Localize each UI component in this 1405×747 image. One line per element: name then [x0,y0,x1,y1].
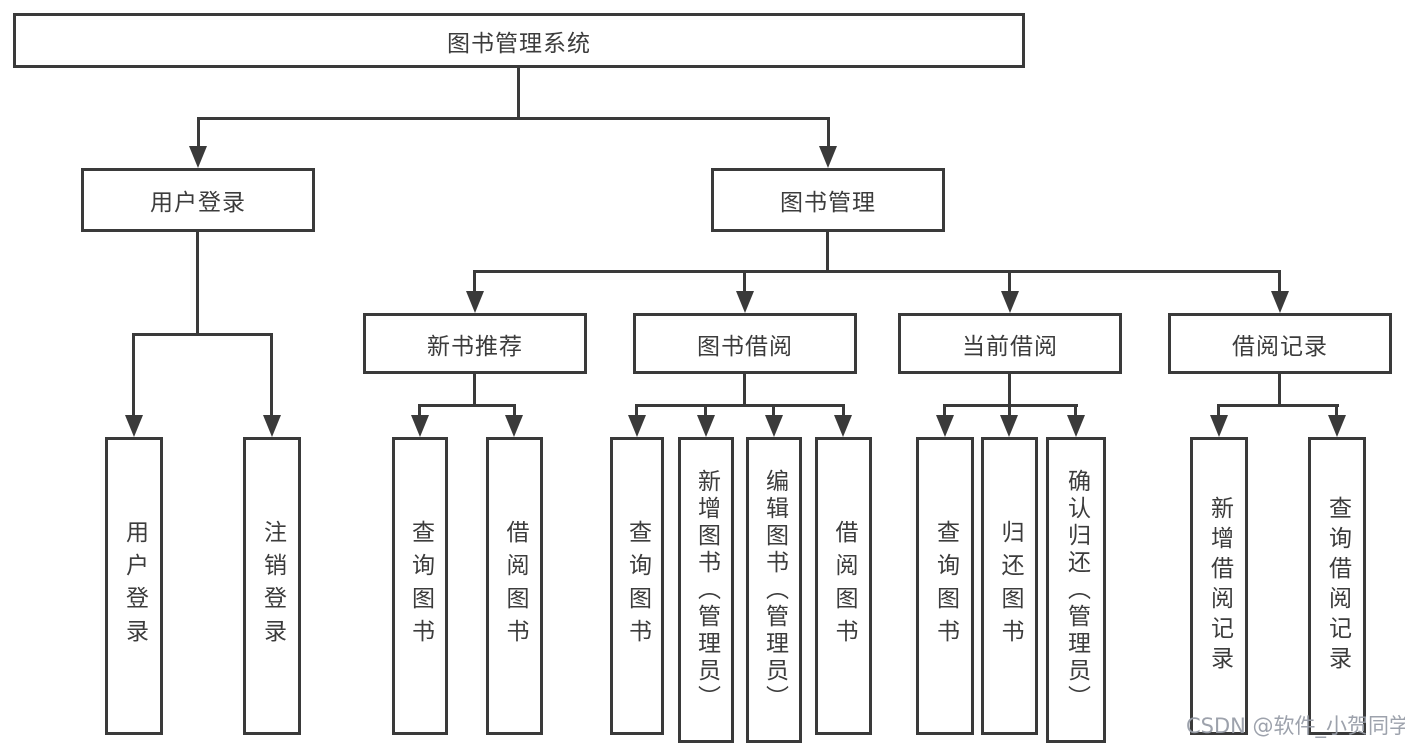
arrow-down-icon [736,291,754,313]
connector-line [270,333,273,417]
leaf-label: 借阅图书 [831,520,857,652]
leaf-newbooks-query-books: 查询图书 [392,437,448,735]
leaf-label: 用户登录 [121,520,148,652]
connector-line [943,404,946,417]
leaf-label: 查询图书 [624,520,651,652]
node-user-login: 用户登录 [81,168,315,232]
node-borrow-records: 借阅记录 [1168,313,1392,374]
connector-line [196,232,199,335]
leaf-label: 查询图书 [407,520,434,652]
node-book-management: 图书管理 [711,168,945,232]
arrow-down-icon [466,291,484,313]
leaf-label: 借阅图书 [502,520,528,652]
connector-line [743,374,746,407]
leaf-user-login: 用户登录 [105,437,163,735]
connector-line [1335,404,1338,417]
node-new-book-recommend: 新书推荐 [363,313,587,374]
node-label: 新书推荐 [427,333,523,360]
connector-line [197,117,200,147]
leaf-label: 新增借阅记录 [1206,496,1233,676]
connector-line [1217,404,1339,407]
arrow-down-icon [834,415,852,437]
leaf-label: 新增图书（管理员） [693,468,720,712]
connector-line [772,404,775,417]
node-book-borrow: 图书借阅 [633,313,857,374]
leaf-label: 查询图书 [932,520,959,652]
arrow-down-icon [936,415,954,437]
leaf-current-query-books: 查询图书 [916,437,974,735]
arrow-down-icon [505,415,523,437]
leaf-logout: 注销登录 [243,437,301,735]
connector-line [513,404,516,417]
connector-line [1008,270,1011,293]
node-label: 图书借阅 [697,333,793,360]
connector-line [1008,404,1011,417]
connector-line [1074,404,1077,417]
arrow-down-icon [1271,291,1289,313]
leaf-borrow-query-books: 查询图书 [610,437,664,735]
arrow-down-icon [125,415,143,437]
node-label: 图书管理系统 [447,30,591,57]
connector-line [132,333,135,417]
connector-line [418,404,421,417]
leaf-label: 归还图书 [997,520,1023,652]
connector-line [132,333,273,336]
leaf-label: 编辑图书（管理员） [761,468,788,712]
connector-line [827,117,830,147]
connector-line [842,404,845,417]
leaf-newbooks-borrow-books: 借阅图书 [486,437,543,735]
arrow-down-icon [628,415,646,437]
arrow-down-icon [411,415,429,437]
arrow-down-icon [1067,415,1085,437]
connector-line [473,270,1281,273]
leaf-borrow-add-books-admin: 新增图书（管理员） [678,437,734,743]
arrow-down-icon [1210,415,1228,437]
connector-line [826,232,829,273]
arrow-down-icon [1328,415,1346,437]
arrow-down-icon [1001,291,1019,313]
connector-line [635,404,845,407]
node-label: 借阅记录 [1232,333,1328,360]
leaf-records-query-record: 查询借阅记录 [1308,437,1366,735]
connector-line [1278,270,1281,293]
node-label: 当前借阅 [962,333,1058,360]
connector-line [517,68,520,118]
leaf-records-add-record: 新增借阅记录 [1190,437,1248,735]
arrow-down-icon [263,415,281,437]
leaf-label: 确认归还（管理员） [1063,468,1090,712]
connector-line [704,404,707,417]
node-label: 用户登录 [150,190,246,216]
connector-line [743,270,746,293]
node-library-management-system: 图书管理系统 [13,13,1025,68]
connector-line [473,374,476,407]
leaf-current-confirm-return-admin: 确认归还（管理员） [1046,437,1106,743]
leaf-borrow-borrow-books: 借阅图书 [815,437,872,735]
arrow-down-icon [189,146,207,168]
connector-line [473,270,476,293]
leaf-label: 注销登录 [259,520,286,652]
watermark: CSDN @软件_小贺同学 [1186,714,1405,738]
leaf-borrow-edit-books-admin: 编辑图书（管理员） [746,437,802,743]
connector-line [1008,374,1011,407]
leaf-current-return-books: 归还图书 [981,437,1038,735]
connector-line [418,404,516,407]
node-current-borrow: 当前借阅 [898,313,1122,374]
node-label: 图书管理 [780,190,876,216]
arrow-down-icon [697,415,715,437]
leaf-label: 查询借阅记录 [1324,496,1351,676]
connector-line [1217,404,1220,417]
arrow-down-icon [765,415,783,437]
arrow-down-icon [1000,415,1018,437]
connector-line [635,404,638,417]
connector-line [197,117,830,120]
arrow-down-icon [819,146,837,168]
connector-line [1278,374,1281,407]
